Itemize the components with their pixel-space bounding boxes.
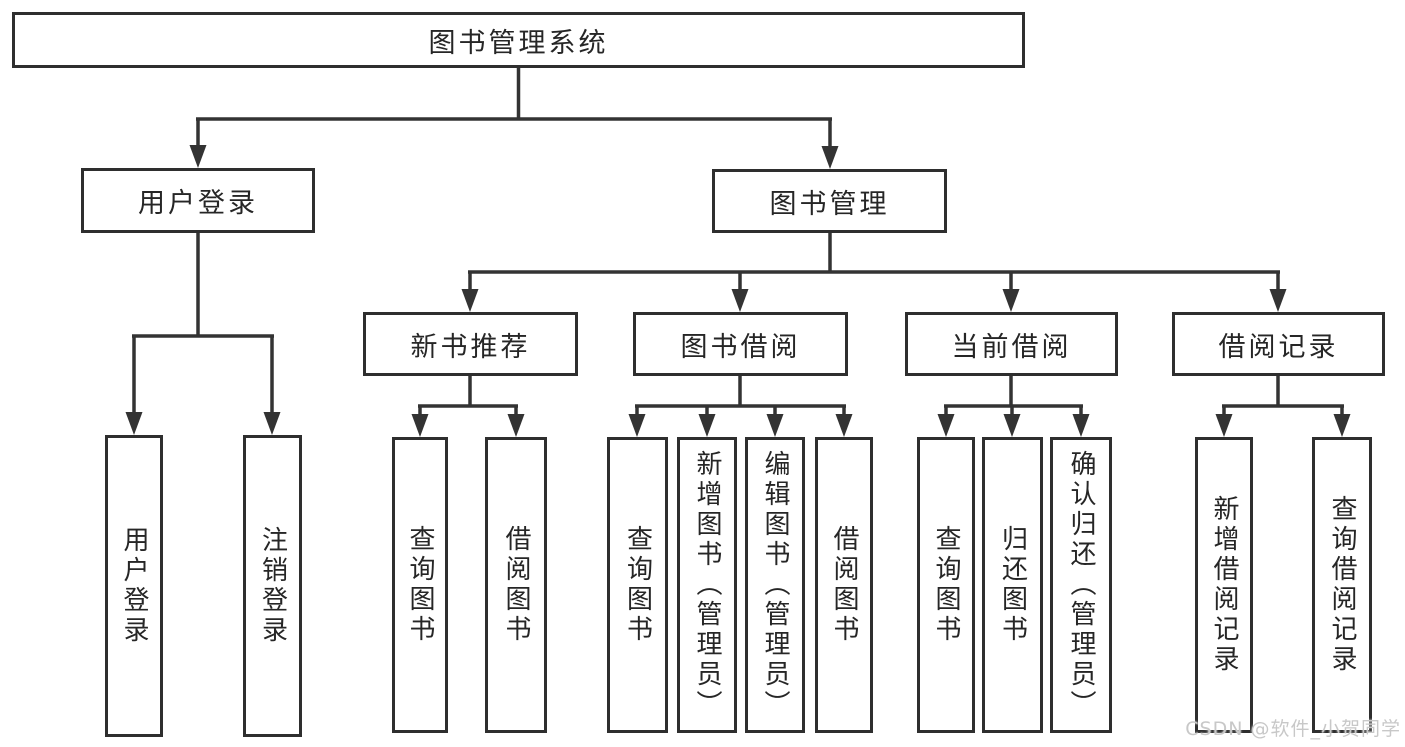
arrowhead-down-icon [411,414,429,437]
leaf-label: 查询图书 [405,525,435,645]
arrowhead-down-icon [1003,414,1021,437]
leaf-user-logout: 注销登录 [243,435,302,737]
node-label: 用户登录 [138,188,258,219]
arrowhead-down-icon [821,146,839,169]
arrowhead-down-icon [507,414,525,437]
node-book-management: 图书管理 [712,169,947,233]
leaf-label: 编辑图书（管理员） [760,450,790,720]
arrowhead-down-icon [189,145,207,168]
node-label: 图书管理系统 [428,27,609,59]
leaf-label: 查询图书 [931,525,961,645]
arrowhead-down-icon [1269,289,1287,312]
node-label: 图书借阅 [680,331,801,363]
arrowhead-down-icon [1002,289,1020,312]
arrowhead-down-icon [263,412,281,435]
leaf-return-books: 归还图书 [982,437,1043,733]
leaf-confirm-return-admin: 确认归还（管理员） [1050,437,1112,733]
leaf-borrow-books: 借阅图书 [815,437,873,733]
node-user-login: 用户登录 [81,168,315,233]
leaf-label: 新增借阅记录 [1209,495,1239,675]
leaf-query-books: 查询图书 [607,437,668,733]
leaf-label: 查询借阅记录 [1327,495,1357,675]
leaf-query-borrow-record: 查询借阅记录 [1312,437,1372,733]
arrowhead-down-icon [698,414,716,437]
arrowhead-down-icon [731,289,749,312]
arrowhead-down-icon [937,414,955,437]
arrowhead-down-icon [461,289,479,312]
arrowhead-down-icon [628,414,646,437]
arrowhead-down-icon [1072,414,1090,437]
node-label: 新书推荐 [410,331,531,363]
leaf-user-login: 用户登录 [105,435,163,737]
leaf-label: 归还图书 [997,525,1028,645]
node-label: 当前借阅 [951,331,1072,363]
node-borrow-records: 借阅记录 [1172,312,1385,376]
node-current-borrow: 当前借阅 [905,312,1118,376]
node-new-book-recommend: 新书推荐 [363,312,578,376]
leaf-add-books-admin: 新增图书（管理员） [677,437,737,733]
node-book-borrow: 图书借阅 [633,312,848,376]
watermark: CSDN @软件_小贺同学 [1185,718,1401,740]
node-label: 图书管理 [769,188,890,220]
leaf-edit-books-admin: 编辑图书（管理员） [745,437,805,733]
leaf-add-borrow-record: 新增借阅记录 [1195,437,1253,733]
leaf-query-books: 查询图书 [917,437,975,733]
leaf-label: 注销登录 [257,526,288,646]
leaf-label: 确认归还（管理员） [1066,450,1096,720]
leaf-label: 新增图书（管理员） [692,450,722,720]
node-label: 借阅记录 [1218,331,1339,363]
leaf-label: 借阅图书 [829,525,859,645]
arrowhead-down-icon [1333,414,1351,437]
arrowhead-down-icon [766,414,784,437]
arrowhead-down-icon [835,414,853,437]
arrowhead-down-icon [125,412,143,435]
leaf-label: 借阅图书 [501,525,531,645]
leaf-query-books: 查询图书 [392,437,448,733]
leaf-label: 查询图书 [622,525,653,645]
arrowhead-down-icon [1215,414,1233,437]
leaf-label: 用户登录 [119,526,149,646]
node-library-system: 图书管理系统 [12,12,1025,68]
leaf-borrow-books: 借阅图书 [485,437,547,733]
